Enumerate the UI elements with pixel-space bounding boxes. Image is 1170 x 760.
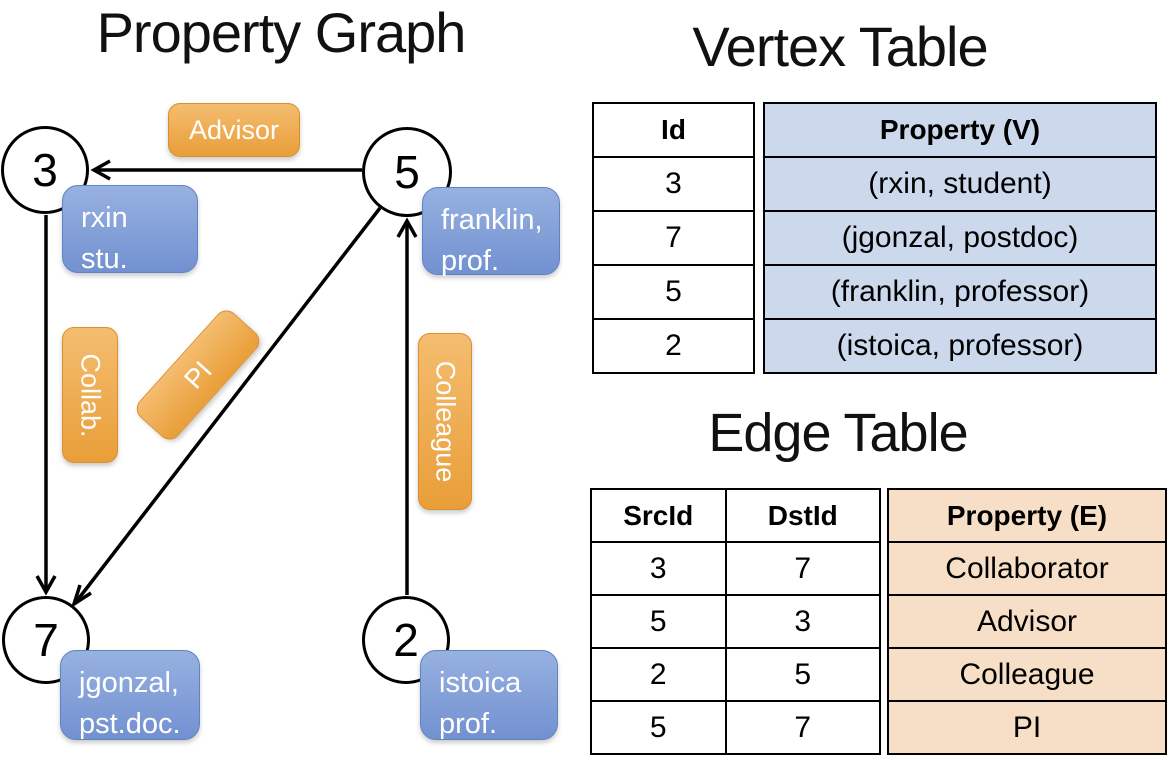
edge-label-advisor: Advisor bbox=[168, 103, 300, 157]
edge-label-text: Colleague bbox=[430, 360, 461, 483]
edge-label-text: PI bbox=[177, 355, 218, 395]
edge-table-property-column: Property (E) Collaborator Advisor Collea… bbox=[887, 488, 1167, 755]
vertex-label-line1: jgonzal, bbox=[79, 667, 179, 699]
edge-table-id-columns: SrcId 3 5 2 5 DstId 7 3 5 7 bbox=[590, 488, 881, 755]
table-cell: Colleague bbox=[889, 647, 1165, 700]
table-cell: 2 bbox=[592, 647, 725, 700]
vertex-label-line2: prof. bbox=[441, 245, 500, 277]
table-cell: 7 bbox=[726, 541, 879, 594]
vertex-id: 5 bbox=[394, 146, 420, 198]
column-header: Property (V) bbox=[879, 114, 1041, 145]
edge-label-text: Collab. bbox=[75, 352, 106, 438]
vertex-label-franklin: franklin, prof. bbox=[422, 187, 560, 277]
table-cell: (rxin, student) bbox=[765, 156, 1155, 210]
table-cell: 3 bbox=[726, 594, 879, 647]
vertex-id: 2 bbox=[393, 614, 419, 666]
table-cell: 3 bbox=[592, 541, 725, 594]
edge-5-to-7 bbox=[70, 206, 382, 609]
table-cell: 5 bbox=[592, 700, 725, 753]
vertex-table-title: Vertex Table bbox=[692, 15, 988, 78]
edge-label-colleague: Colleague bbox=[418, 333, 472, 510]
vertex-label-rxin: rxin stu. bbox=[62, 185, 198, 275]
vertex-label-line1: rxin bbox=[81, 202, 128, 234]
table-cell: Collaborator bbox=[889, 541, 1165, 594]
vertex-id: 3 bbox=[32, 144, 58, 196]
edge-table-title: Edge Table bbox=[708, 403, 968, 463]
property-graph-title: Property Graph bbox=[96, 1, 467, 64]
table-cell: Advisor bbox=[889, 594, 1165, 647]
vertex-node-2: 2 bbox=[362, 596, 450, 684]
column-header: Property (E) bbox=[946, 499, 1108, 531]
table-cell: 5 bbox=[594, 264, 753, 318]
table-cell: 7 bbox=[726, 700, 879, 753]
column-header: Id bbox=[661, 114, 686, 145]
edge-3-to-7 bbox=[35, 215, 57, 596]
table-cell: (franklin, professor) bbox=[765, 264, 1155, 318]
table-cell: 5 bbox=[726, 647, 879, 700]
table-cell: 2 bbox=[594, 318, 753, 372]
edge-table-dst-column: DstId 7 3 5 7 bbox=[724, 490, 879, 753]
edge-2-to-5 bbox=[396, 217, 418, 595]
vertex-label-line1: istoica bbox=[439, 667, 522, 699]
vertex-label-line1: franklin, bbox=[441, 204, 543, 236]
vertex-table-property-column: Property (V) (rxin, student) (jgonzal, p… bbox=[763, 102, 1157, 374]
table-cell: (istoica, professor) bbox=[765, 318, 1155, 372]
vertex-label-line2: pst.doc. bbox=[79, 708, 181, 740]
vertex-label-istoica: istoica prof. bbox=[420, 650, 558, 740]
vertex-table-id-column: Id 3 7 5 2 bbox=[592, 102, 755, 374]
column-header: DstId bbox=[767, 499, 838, 531]
vertex-label-line2: stu. bbox=[81, 243, 128, 275]
edge-5-to-3 bbox=[90, 159, 362, 181]
graph-edges bbox=[35, 159, 418, 609]
edge-label-text: Advisor bbox=[188, 114, 280, 145]
vertex-label-line2: prof. bbox=[439, 708, 498, 740]
table-cell: 3 bbox=[594, 156, 753, 210]
table-cell: (jgonzal, postdoc) bbox=[765, 210, 1155, 264]
edge-label-collab: Collab. bbox=[62, 327, 118, 463]
table-cell: 7 bbox=[594, 210, 753, 264]
vertex-table: Id 3 7 5 2 Property (V) (rxin, student) … bbox=[592, 102, 1157, 374]
vertex-label-jgonzal: jgonzal, pst.doc. bbox=[60, 650, 200, 740]
vertex-id: 7 bbox=[33, 614, 59, 666]
table-cell: PI bbox=[889, 700, 1165, 753]
table-cell: 5 bbox=[592, 594, 725, 647]
column-header: SrcId bbox=[623, 499, 694, 531]
edge-table: SrcId 3 5 2 5 DstId 7 3 5 7 Property (E)… bbox=[590, 488, 1167, 755]
edge-table-src-column: SrcId 3 5 2 5 bbox=[592, 490, 725, 753]
